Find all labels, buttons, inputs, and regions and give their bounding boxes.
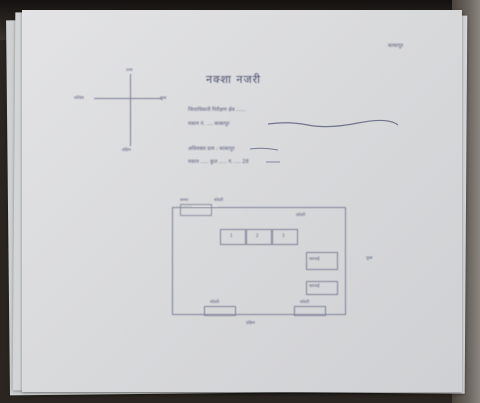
plan-label-below: दक्षिण [246, 320, 255, 325]
grid-cell-1-label: 1 [230, 233, 233, 238]
right-box-2 [306, 281, 338, 295]
ink-strokes [249, 119, 399, 163]
grid-cell-2-label: 2 [256, 233, 259, 238]
plan-door-bottom-left [204, 306, 236, 316]
right-box-1-label: चारपाई [309, 256, 320, 261]
plan-label-bottom-left: कोठरी [210, 299, 220, 304]
plan-label-top-left: कमरा [180, 197, 189, 202]
paragraph-line-2: मकान नं. .... काकापुर [188, 121, 230, 127]
plan-door-bottom-right [294, 306, 326, 316]
corner-text: काकापुर [388, 43, 404, 49]
detail-line: मकान ..... कुल ..... नं. .... 28 [188, 159, 249, 165]
place-line: अधिवक्ता ग्राम : काकापुर [188, 146, 235, 152]
plan-label-east: पूरब [366, 255, 373, 260]
plan-label-top-left-2: कोठरी [214, 197, 224, 202]
grid-cell-1 [220, 229, 246, 245]
grid-cell-3 [272, 229, 298, 245]
plan-label-bottom-right: कोठरी [300, 299, 310, 304]
grid-cell-2 [246, 229, 272, 245]
grid-cell-3-label: 3 [282, 233, 285, 238]
page-title: नक्शा नजरी [206, 73, 261, 86]
plan-door-top-left [180, 204, 212, 216]
plan-label-top-right: कोठरी [296, 212, 306, 217]
compass-vertical-line [130, 74, 131, 146]
paper-sheet-main: काकापुर उत्तर पश्चिम पूरब दक्षिण नक्शा न… [22, 10, 462, 392]
compass-north-label: उत्तर [126, 67, 133, 72]
compass-south-label: दक्षिण [122, 147, 131, 152]
floor-plan-outline [172, 207, 346, 315]
paragraph-line-1: जिलाधिकारी निरीक्षण क्षेत्र ...... [188, 107, 246, 113]
right-box-1 [306, 252, 338, 270]
compass-horizontal-line [94, 98, 162, 99]
compass-west-label: पश्चिम [74, 95, 84, 100]
compass-east-label: पूरब [160, 95, 167, 100]
plan-door-gap-top [192, 206, 218, 207]
right-box-2-label: चारपाई [309, 283, 320, 288]
